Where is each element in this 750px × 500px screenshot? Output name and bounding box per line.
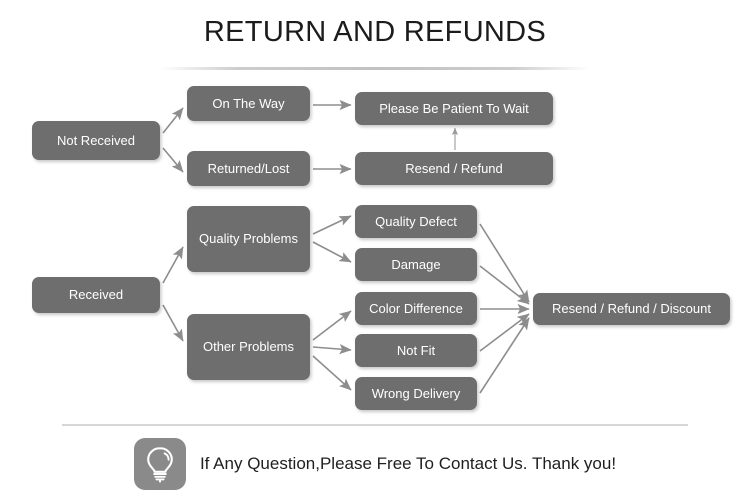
edge-received-other-problems bbox=[162, 304, 184, 342]
node-label: Quality Problems bbox=[199, 231, 298, 247]
node-received[interactable]: Received bbox=[32, 277, 160, 313]
node-label: Damage bbox=[391, 256, 441, 272]
edge-damage-resend-refund-discount bbox=[479, 265, 530, 305]
edge-quality-problems-damage bbox=[312, 241, 352, 263]
node-resend-refund-discount[interactable]: Resend / Refund / Discount bbox=[533, 293, 730, 325]
footer-message: If Any Question,Please Free To Contact U… bbox=[199, 454, 617, 473]
footer-divider bbox=[62, 424, 688, 426]
node-label: Received bbox=[68, 287, 124, 303]
edge-not-received-returned-lost bbox=[162, 147, 184, 173]
edge-other-problems-wrong-delivery bbox=[312, 355, 352, 391]
node-damage[interactable]: Damage bbox=[355, 248, 477, 281]
footer: If Any Question,Please Free To Contact U… bbox=[0, 434, 750, 494]
node-other-problems[interactable]: Other Problems bbox=[187, 314, 310, 380]
node-wrong-delivery[interactable]: Wrong Delivery bbox=[355, 377, 477, 410]
node-on-the-way[interactable]: On The Way bbox=[187, 86, 310, 121]
node-label: Returned/Lost bbox=[207, 160, 290, 176]
node-label: Resend / Refund bbox=[405, 160, 503, 176]
node-label: Color Difference bbox=[369, 300, 463, 316]
edge-other-problems-not-fit bbox=[312, 343, 352, 355]
edge-wrong-delivery-resend-refund-discount bbox=[479, 317, 530, 394]
node-please-be-patient-to-wait[interactable]: Please Be Patient To Wait bbox=[355, 92, 553, 125]
edge-quality-defect-resend-refund-discount bbox=[479, 223, 530, 303]
edge-other-problems-color-difference bbox=[312, 310, 352, 341]
node-label: Wrong Delivery bbox=[371, 385, 461, 401]
node-label: Quality Defect bbox=[375, 213, 457, 229]
edge-not-received-on-the-way bbox=[162, 107, 184, 134]
node-label: Not Received bbox=[56, 132, 136, 148]
lightbulb-icon bbox=[133, 438, 186, 490]
node-not-received[interactable]: Not Received bbox=[32, 121, 160, 160]
page-title: RETURN AND REFUNDS bbox=[203, 16, 547, 48]
edge-not-fit-resend-refund-discount bbox=[479, 313, 530, 352]
edge-quality-problems-quality-defect bbox=[312, 215, 352, 235]
node-label: Resend / Refund / Discount bbox=[552, 301, 711, 317]
node-resend-refund[interactable]: Resend / Refund bbox=[355, 152, 553, 185]
node-returned-lost[interactable]: Returned/Lost bbox=[187, 151, 310, 186]
node-label: Please Be Patient To Wait bbox=[379, 100, 529, 116]
node-label: Other Problems bbox=[202, 339, 295, 355]
node-label: On The Way bbox=[212, 95, 285, 111]
node-quality-defect[interactable]: Quality Defect bbox=[355, 205, 477, 238]
edge-received-quality-problems bbox=[162, 246, 184, 284]
node-not-fit[interactable]: Not Fit bbox=[355, 334, 477, 367]
title-divider bbox=[160, 67, 590, 70]
node-quality-problems[interactable]: Quality Problems bbox=[187, 206, 310, 272]
node-label: Not Fit bbox=[396, 342, 436, 358]
node-color-difference[interactable]: Color Difference bbox=[355, 292, 477, 325]
